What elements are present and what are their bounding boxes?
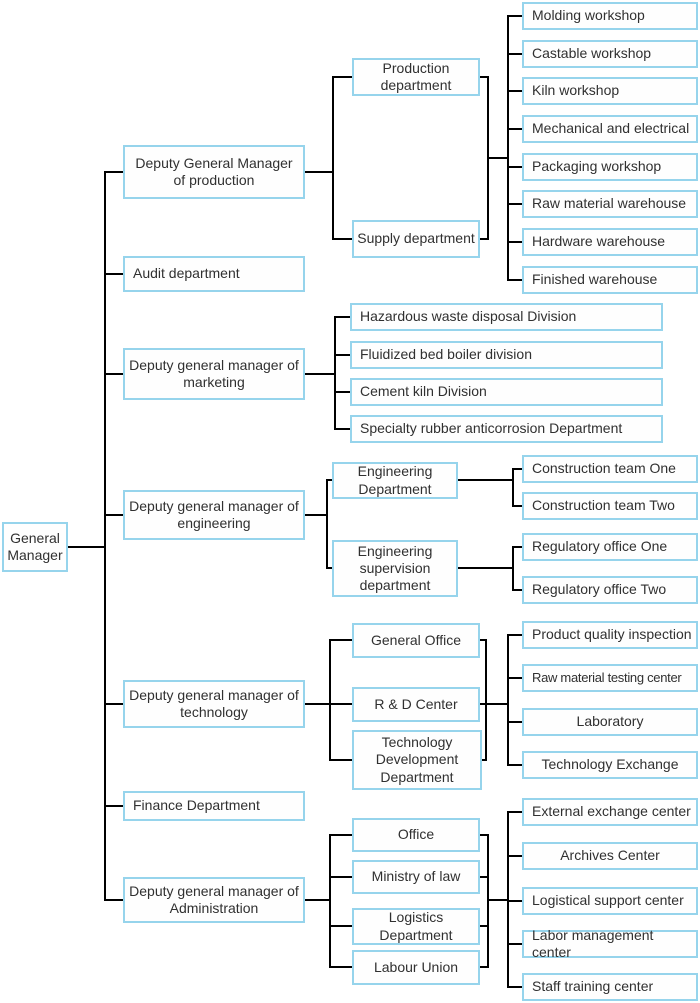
node-finished-warehouse: Finished warehouse [522, 266, 698, 294]
node-regulatory-office-two: Regulatory office Two [522, 576, 698, 604]
node-logistical-support-center: Logistical support center [522, 887, 698, 915]
node-supply-department: Supply department [352, 220, 480, 258]
node-castable-workshop: Castable workshop [522, 40, 698, 68]
node-specialty-rubber-anticorrosion-department: Specialty rubber anticorrosion Departmen… [350, 415, 663, 443]
node-deputy-general-manager-of-technology: Deputy general manager of technology [123, 680, 305, 728]
node-deputy-general-manager-of-engineering: Deputy general manager of engineering [123, 490, 305, 540]
node-finance-department: Finance Department [123, 791, 305, 821]
node-hazardous-waste-disposal-division: Hazardous waste disposal Division [350, 303, 663, 331]
node-technology-development-department: Technology Development Department [352, 730, 482, 790]
node-deputy-general-manager-of-administration: Deputy general manager of Administration [123, 877, 305, 923]
node-ministry-of-law: Ministry of law [352, 860, 480, 894]
node-general-manager: General Manager [2, 522, 68, 572]
node-construction-team-one: Construction team One [522, 455, 698, 483]
node-labor-management-center: Labor management center [522, 927, 698, 960]
node-fluidized-bed-boiler-division: Fluidized bed boiler division [350, 341, 663, 369]
node-deputy-general-manager-of-production: Deputy General Manager of production [123, 145, 305, 199]
node-kiln-workshop: Kiln workshop [522, 77, 698, 105]
node-packaging-workshop: Packaging workshop [522, 153, 698, 181]
node-mechanical-and-electrical: Mechanical and electrical [522, 115, 698, 143]
node-engineering-supervision-department: Engineering supervision department [332, 540, 458, 597]
node-staff-training-center: Staff training center [522, 973, 698, 1001]
node-production-department: Production department [352, 58, 480, 96]
node-technology-exchange: Technology Exchange [522, 751, 698, 779]
node-regulatory-office-one: Regulatory office One [522, 533, 698, 561]
node-deputy-general-manager-of-marketing: Deputy general manager of marketing [123, 348, 305, 400]
node-labour-union: Labour Union [352, 950, 480, 985]
node-engineering-department: Engineering Department [332, 462, 458, 499]
node-cement-kiln-division: Cement kiln Division [350, 378, 663, 406]
node-logistics-department: Logistics Department [352, 908, 480, 945]
node-raw-material-testing-center: Raw material testing center [522, 664, 698, 692]
node-external-exchange-center: External exchange center [522, 798, 698, 826]
node-hardware-warehouse: Hardware warehouse [522, 228, 698, 256]
node-office: Office [352, 818, 480, 852]
node-general-office: General Office [352, 623, 480, 658]
node-raw-material-warehouse: Raw material warehouse [522, 190, 698, 218]
node-r-and-d-center: R & D Center [352, 687, 480, 722]
node-archives-center: Archives Center [522, 842, 698, 870]
node-molding-workshop: Molding workshop [522, 2, 698, 30]
node-construction-team-two: Construction team Two [522, 492, 698, 520]
node-laboratory: Laboratory [522, 708, 698, 736]
node-audit-department: Audit department [123, 256, 305, 292]
node-product-quality-inspection: Product quality inspection [522, 621, 698, 649]
